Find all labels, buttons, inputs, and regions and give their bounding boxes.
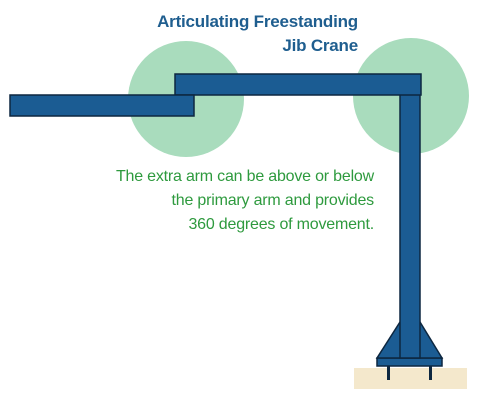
diagram-title: Articulating Freestanding Jib Crane <box>157 10 358 58</box>
mast <box>399 93 421 359</box>
title-line-1: Articulating Freestanding <box>157 12 358 31</box>
base-plate <box>376 357 443 367</box>
anchor-bolt-left <box>387 364 390 380</box>
base-pad <box>354 368 467 389</box>
caption-line-3: 360 degrees of movement. <box>188 216 374 233</box>
diagram-caption: The extra arm can be above or below the … <box>116 165 374 237</box>
title-line-2: Jib Crane <box>282 36 358 55</box>
caption-line-1: The extra arm can be above or below <box>115 168 374 185</box>
caption-line-2: the primary arm and provides <box>171 192 375 209</box>
anchor-bolt-right <box>429 364 432 380</box>
extra-arm <box>9 94 195 117</box>
primary-arm <box>174 73 422 96</box>
